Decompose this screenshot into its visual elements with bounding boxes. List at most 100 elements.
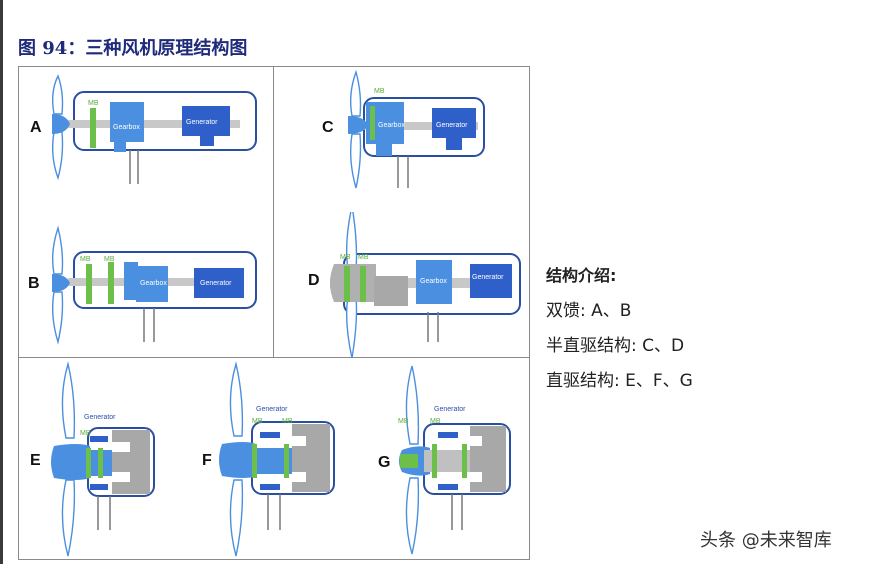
generator-coil bbox=[260, 432, 280, 438]
shaft bbox=[358, 122, 478, 130]
generator bbox=[470, 264, 512, 298]
mb-label: MB bbox=[282, 418, 293, 425]
panel-b: B MB MB Gearbox Generator bbox=[18, 212, 273, 358]
main-bearing bbox=[360, 266, 366, 302]
gearbox-foot bbox=[114, 142, 126, 152]
mb-label: MB bbox=[374, 88, 385, 95]
main-bearing bbox=[370, 106, 375, 140]
generator bbox=[182, 106, 230, 136]
main-bearing bbox=[90, 108, 96, 148]
panel-d: D MB MB Gearbox Generator bbox=[274, 212, 530, 358]
left-border bbox=[0, 0, 3, 564]
mb-label: MB bbox=[252, 418, 263, 425]
mb-label: MB bbox=[104, 256, 115, 263]
main-bearing bbox=[86, 264, 92, 304]
panel-g-drawing bbox=[399, 365, 511, 555]
panel-f: F Generator MB MB bbox=[188, 358, 358, 560]
generator bbox=[194, 268, 244, 298]
generator-label: Generator bbox=[186, 119, 218, 126]
hub bbox=[52, 114, 70, 134]
generator-label: Generator bbox=[256, 406, 288, 413]
direct-drive-generator bbox=[470, 426, 506, 492]
mb-label: MB bbox=[358, 254, 369, 261]
blade bbox=[51, 225, 64, 275]
blade bbox=[345, 212, 358, 271]
main-bearing bbox=[344, 266, 350, 302]
panel-d-drawing bbox=[330, 212, 521, 358]
hub-housing bbox=[330, 264, 376, 302]
main-bearing bbox=[432, 444, 437, 478]
main-bearing bbox=[108, 262, 114, 304]
panel-a: A MB Gearbox Generator bbox=[18, 66, 273, 212]
main-bearing bbox=[284, 444, 289, 478]
gearbox-housing bbox=[374, 276, 408, 306]
gearbox-label: Gearbox bbox=[378, 122, 405, 129]
gearbox-input bbox=[124, 262, 138, 300]
panel-e: E Generator MB bbox=[18, 358, 188, 560]
direct-drive-generator bbox=[112, 430, 150, 494]
generator-label: Generator bbox=[472, 274, 504, 281]
mb-label: MB bbox=[80, 256, 91, 263]
blade bbox=[51, 131, 64, 181]
generator-label: Generator bbox=[436, 122, 468, 129]
blade bbox=[349, 69, 362, 117]
blade bbox=[51, 74, 64, 115]
generator-coil bbox=[438, 484, 458, 490]
figure-title: 图 94：三种风机原理结构图 bbox=[18, 38, 248, 59]
blade bbox=[405, 365, 420, 445]
main-bearing bbox=[86, 448, 91, 478]
panel-b-drawing bbox=[51, 225, 257, 345]
mb-label: MB bbox=[80, 430, 91, 437]
shaft bbox=[68, 120, 240, 128]
panel-a-drawing bbox=[51, 74, 257, 184]
blade bbox=[345, 295, 358, 358]
main-bearing bbox=[462, 444, 467, 478]
panel-label: G bbox=[378, 454, 391, 471]
gearbox-label: Gearbox bbox=[420, 278, 447, 285]
hub bbox=[51, 444, 90, 480]
direct-drive-generator bbox=[292, 424, 330, 492]
generator-label: Generator bbox=[434, 406, 466, 413]
generator-foot bbox=[446, 138, 462, 150]
panel-divider-horizontal bbox=[18, 357, 530, 358]
mb-label: MB bbox=[398, 418, 409, 425]
panel-label: C bbox=[322, 119, 334, 136]
panel-label: E bbox=[30, 452, 41, 469]
blade bbox=[229, 479, 244, 557]
structure-legend: 结构介绍: 双馈: A、B 半直驱结构: C、D 直驱结构: E、F、G bbox=[546, 262, 693, 401]
generator bbox=[432, 108, 476, 138]
panel-divider-vertical bbox=[273, 66, 274, 358]
main-bearing-front bbox=[400, 454, 418, 468]
generator-label: Generator bbox=[200, 280, 232, 287]
generator-coil bbox=[90, 484, 108, 490]
panel-label: A bbox=[30, 119, 42, 136]
legend-row: 直驱结构: E、F、G bbox=[546, 371, 693, 391]
legend-heading: 结构介绍: bbox=[546, 266, 617, 285]
generator-coil bbox=[438, 432, 458, 438]
hub bbox=[219, 442, 256, 478]
panel-f-drawing bbox=[219, 361, 335, 557]
blade bbox=[349, 133, 362, 189]
panel-label: F bbox=[202, 452, 212, 469]
legend-row: 双馈: A、B bbox=[546, 301, 632, 321]
blade bbox=[51, 291, 64, 345]
main-bearing bbox=[98, 448, 103, 478]
blade bbox=[405, 477, 420, 555]
blade bbox=[61, 361, 76, 439]
gearbox bbox=[136, 266, 168, 302]
main-bearing bbox=[252, 444, 257, 478]
gearbox bbox=[110, 102, 144, 142]
hub bbox=[52, 274, 70, 292]
generator-coil bbox=[90, 436, 108, 442]
panel-c: C MB Gearbox Generator bbox=[274, 66, 530, 212]
generator-foot bbox=[200, 136, 214, 146]
legend-row: 半直驱结构: C、D bbox=[546, 336, 685, 356]
mb-label: MB bbox=[340, 254, 351, 261]
generator-coil bbox=[260, 484, 280, 490]
hub bbox=[348, 116, 368, 134]
panel-label: D bbox=[308, 272, 320, 289]
blade bbox=[229, 361, 244, 437]
watermark: 头条 @未来智库 bbox=[700, 530, 832, 551]
generator-label: Generator bbox=[84, 414, 116, 421]
panel-g: G Generator MB MB bbox=[358, 358, 530, 560]
